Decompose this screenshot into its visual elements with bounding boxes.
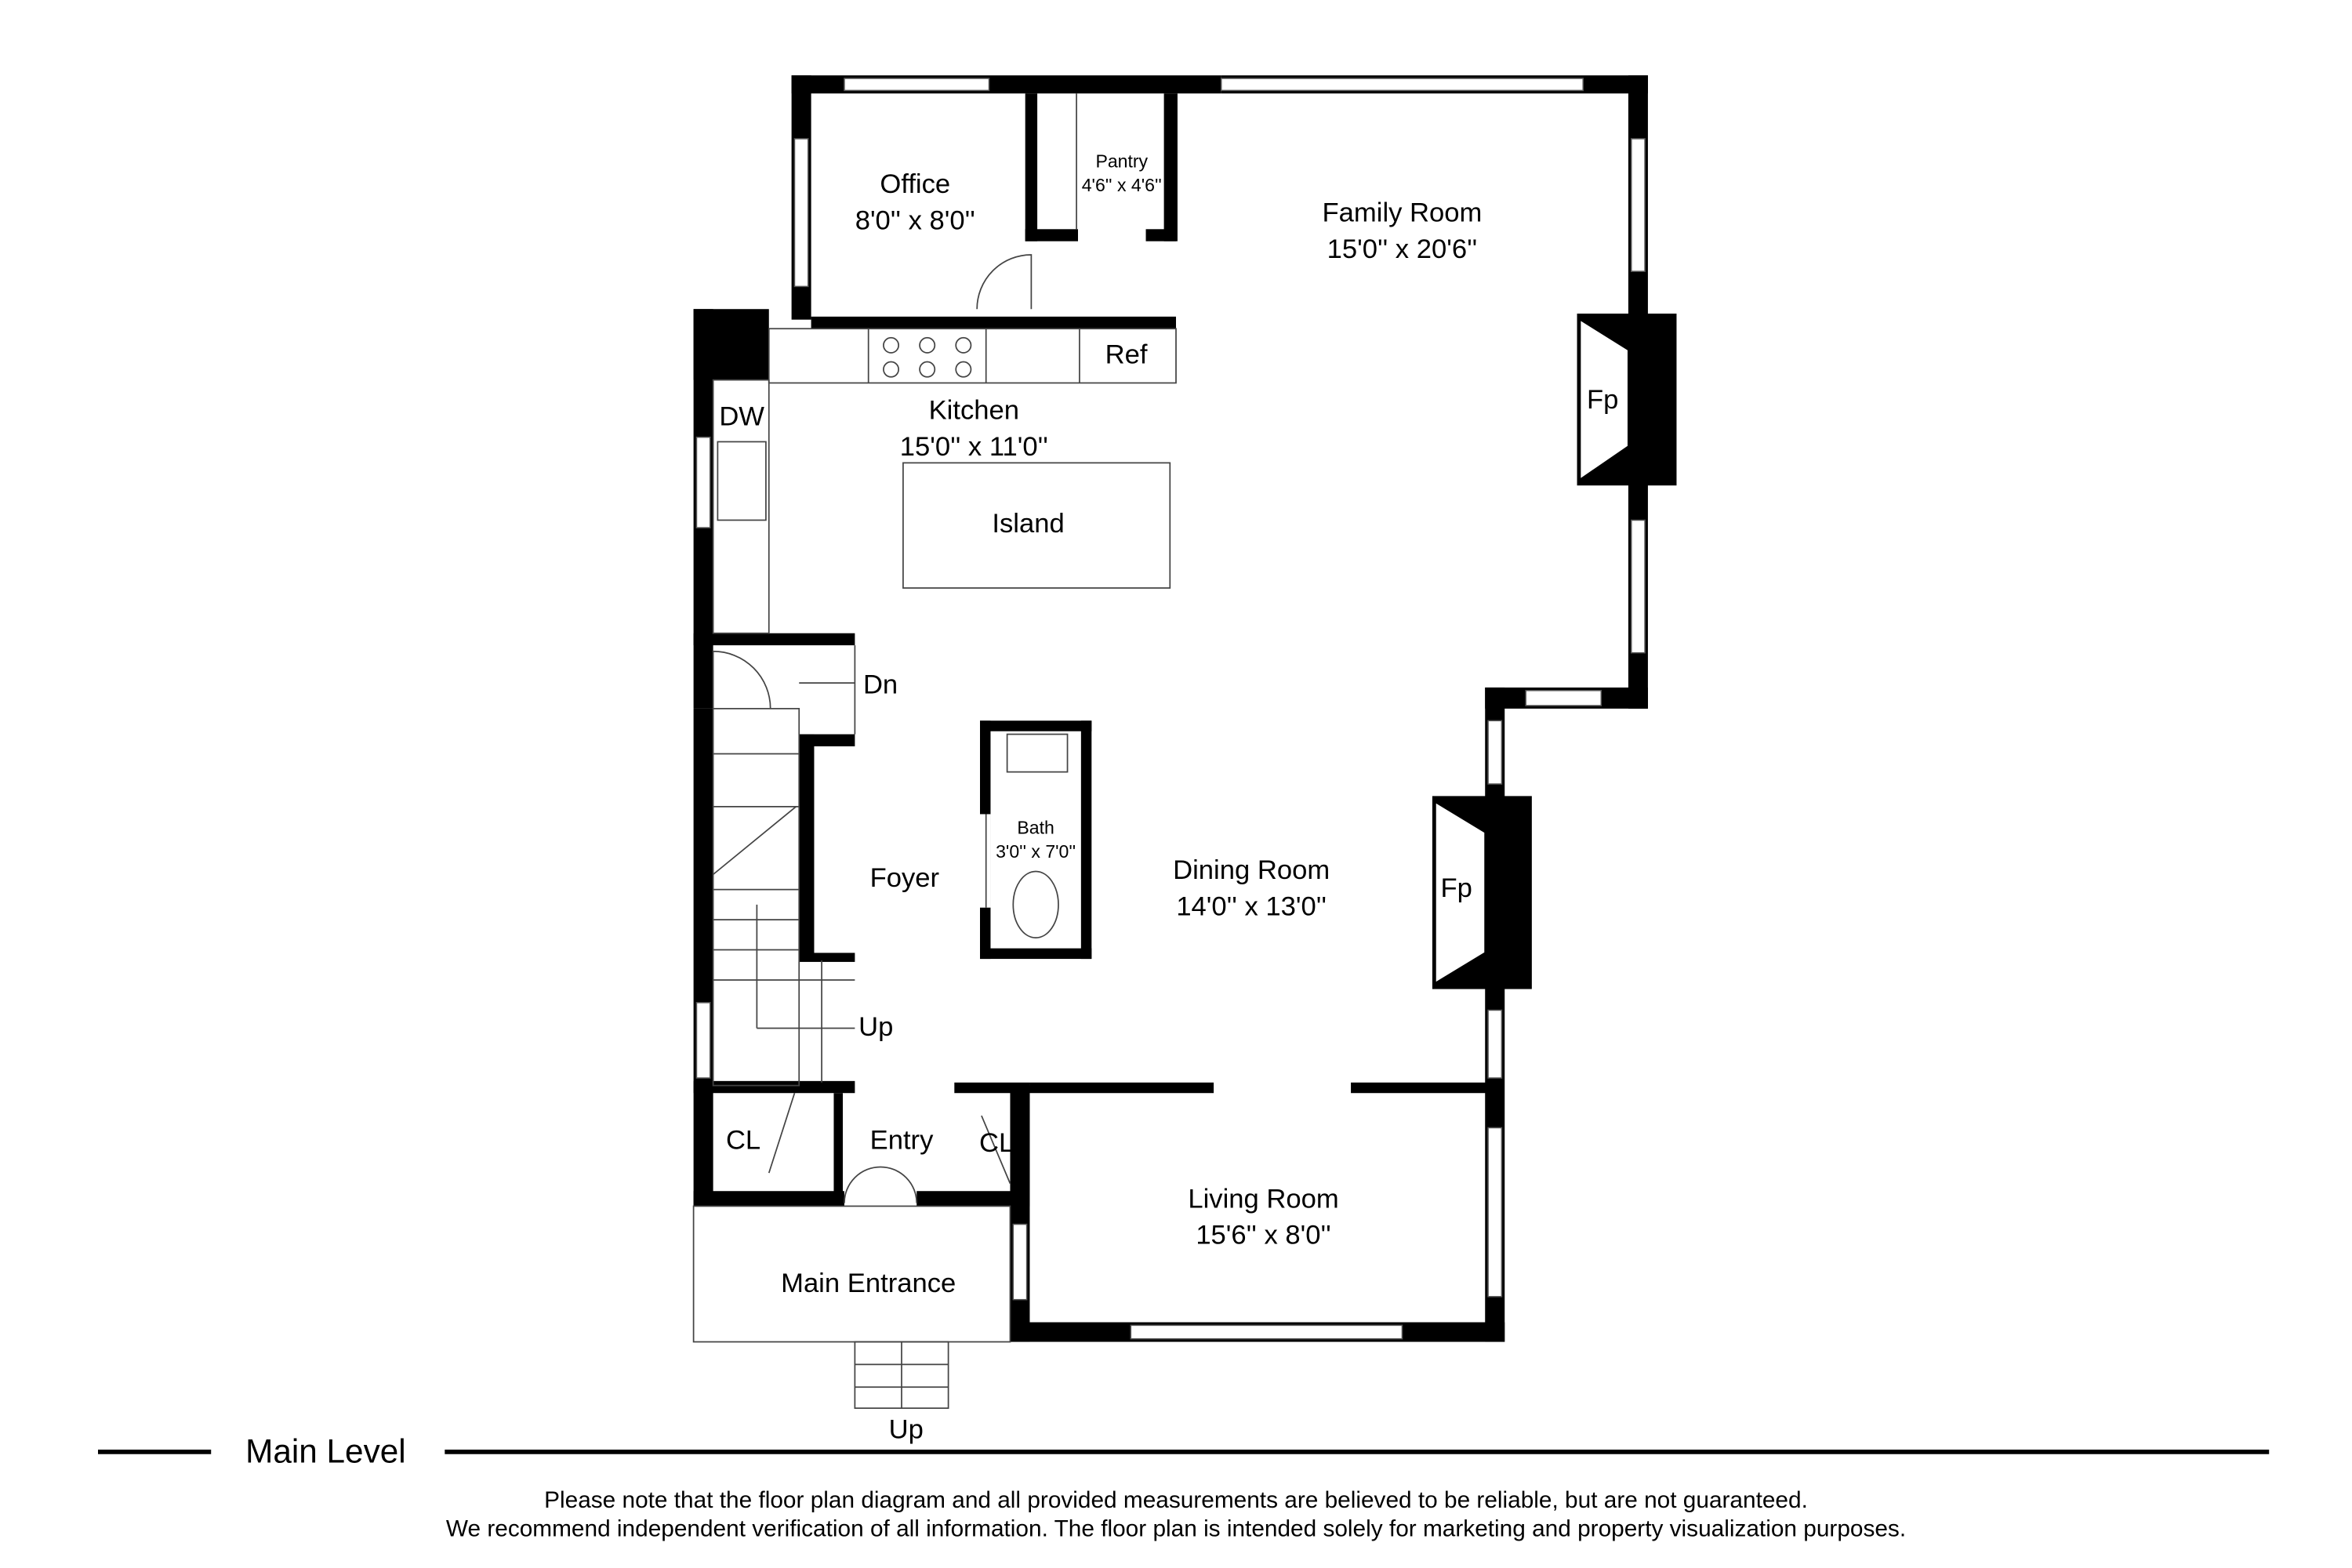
- living-room-dims: 15'6'' x 8'0'': [1196, 1221, 1330, 1250]
- bath-label: Bath: [1017, 817, 1054, 837]
- room-labels: Office 8'0'' x 8'0'' Pantry 4'6'' x 4'6'…: [719, 151, 1618, 1444]
- kitchen-label: Kitchen: [929, 396, 1019, 426]
- kitchen-dims: 15'0'' x 11'0'': [900, 432, 1048, 462]
- pantry-dims: 4'6'' x 4'6'': [1082, 175, 1162, 195]
- family-room-dims: 15'0'' x 20'6'': [1327, 234, 1478, 264]
- level-title: Main Level: [245, 1432, 406, 1469]
- pantry-label: Pantry: [1095, 151, 1148, 171]
- stairs-up-label: Up: [858, 1012, 893, 1042]
- dw-label: DW: [719, 401, 764, 431]
- dining-room-dims: 14'0'' x 13'0'': [1176, 891, 1327, 921]
- fixtures-drawing: [692, 254, 1177, 1410]
- entrance-up-label: Up: [889, 1415, 924, 1445]
- main-entrance-label: Main Entrance: [781, 1269, 956, 1298]
- door-icon: [712, 650, 771, 709]
- foyer-label: Foyer: [870, 863, 939, 893]
- fireplace-label: Fp: [1587, 385, 1618, 415]
- walls: [693, 75, 1677, 1342]
- island-label: Island: [992, 509, 1064, 539]
- stairs-down-label: Dn: [863, 670, 898, 700]
- family-room-label: Family Room: [1323, 198, 1483, 228]
- bath-dims: 3'0'' x 7'0'': [996, 841, 1076, 862]
- disclaimer-line: Please note that the floor plan diagram …: [544, 1487, 1808, 1513]
- office-dims: 8'0'' x 8'0'': [855, 205, 975, 235]
- stairs-icon: [712, 645, 856, 1087]
- dining-room-label: Dining Room: [1173, 855, 1330, 885]
- fireplace-label: Fp: [1440, 873, 1472, 903]
- toilet-icon: [1012, 870, 1059, 939]
- office-door-icon: [976, 254, 1033, 310]
- disclaimer-line: We recommend independent verification of…: [446, 1516, 1906, 1542]
- office-label: Office: [880, 169, 950, 199]
- stove-burners-icon: [883, 336, 972, 378]
- ref-label: Ref: [1105, 339, 1148, 369]
- island-outline: [902, 462, 1171, 589]
- living-room-label: Living Room: [1188, 1184, 1338, 1214]
- closet-label: CL: [979, 1128, 1014, 1158]
- bath-sink-icon: [1006, 733, 1069, 773]
- entry-label: Entry: [870, 1125, 934, 1155]
- closet-label: CL: [726, 1125, 760, 1155]
- sink-icon: [717, 441, 767, 521]
